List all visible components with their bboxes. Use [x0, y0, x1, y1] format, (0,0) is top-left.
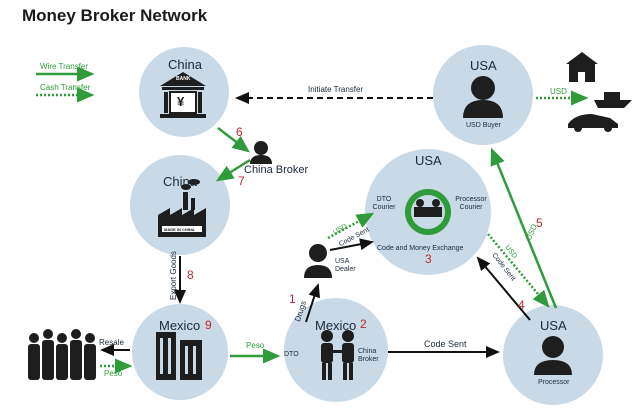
usd-goods-label: USD	[550, 87, 567, 96]
dto-label: DTO	[284, 351, 299, 358]
yacht-icon	[594, 92, 632, 108]
processor-sub: Processor	[538, 379, 570, 386]
china-factory-label: China	[163, 174, 197, 189]
code-money-exchange-label: Code and Money Exchange	[377, 245, 464, 252]
handshake-icon	[321, 330, 354, 380]
broker-to-factory-edge	[215, 158, 251, 182]
factory-icon	[158, 192, 206, 237]
china-broker-inner-label: China Broker	[358, 348, 379, 363]
yen-symbol: ¥	[177, 94, 185, 109]
exchange-icon	[405, 189, 451, 235]
export-goods-label: Export Goods	[169, 251, 178, 300]
step-1: 1	[289, 292, 296, 306]
drugs-edge	[305, 283, 321, 323]
house-icon	[566, 52, 598, 82]
processor-person-icon	[534, 336, 572, 375]
bank-icon-text: BANK	[176, 76, 191, 82]
usd-buyer-sub: USD Buyer	[466, 122, 502, 129]
bank-icon	[160, 72, 206, 118]
usd-buyer-person-icon	[463, 76, 503, 118]
step-2: 2	[360, 317, 367, 331]
step-8: 8	[187, 268, 194, 282]
usa-exchange-label: USA	[415, 153, 442, 168]
buildings-icon	[156, 332, 202, 380]
usd-up-edge	[490, 147, 558, 309]
code-sent-bottom-label: Code Sent	[424, 339, 467, 349]
usa-dealer-person-icon	[304, 244, 332, 278]
resale-label: Resale	[99, 338, 124, 347]
usd-processor-edge	[487, 233, 550, 308]
china-factory-node	[130, 155, 230, 255]
china-bank-label: China	[168, 57, 202, 72]
dto-courier-label: DTO Courier	[372, 196, 396, 211]
usa-buyer-label: USA	[470, 58, 497, 73]
code-sent-processor-edge	[476, 256, 531, 321]
legend-wire-label: Wire Transfer	[40, 62, 89, 71]
step-4: 4	[518, 298, 525, 312]
initiate-transfer-label: Initiate Transfer	[308, 85, 364, 94]
peso-right-label: Peso	[246, 341, 265, 350]
step-3: 3	[425, 252, 432, 266]
step-6: 6	[236, 125, 243, 139]
bank-to-broker-edge	[217, 127, 250, 153]
car-icon	[568, 114, 618, 132]
mexico-left-label: Mexico	[159, 318, 201, 333]
code-sent-dealer-edge	[329, 238, 374, 251]
usa-processor-label: USA	[540, 318, 567, 333]
usd-dealer-edge	[327, 212, 375, 240]
mexico-center-label: Mexico	[315, 318, 357, 333]
legend-cash-label: Cash Transfer	[40, 83, 91, 92]
diagram-title: Money Broker Network	[22, 6, 208, 25]
step-7: 7	[238, 174, 245, 188]
peso-left-label: Peso	[104, 369, 123, 378]
china-broker-person-icon	[250, 141, 272, 164]
processor-courier-label: Processor Courier	[455, 196, 487, 211]
usa-dealer-label: USA Dealer	[335, 258, 356, 273]
made-in-china-text: MADE IN CHINA	[164, 227, 195, 232]
china-broker-label: China Broker	[244, 164, 309, 176]
crowd-icon	[28, 329, 96, 380]
step-9: 9	[205, 318, 212, 332]
step-5: 5	[536, 216, 543, 230]
